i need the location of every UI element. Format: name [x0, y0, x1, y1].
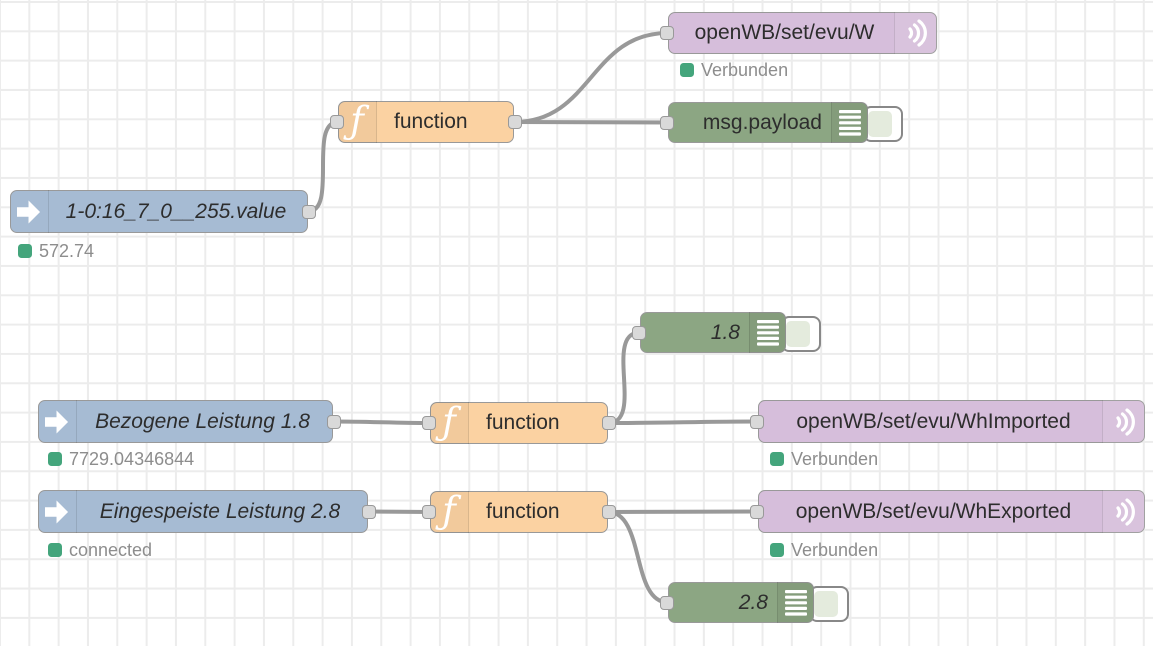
node-body	[38, 400, 333, 443]
node-label: function	[394, 110, 468, 133]
debug-list-icon	[831, 102, 868, 143]
wire[interactable]	[366, 509, 432, 514]
node-mqtt-out-whexported[interactable]: openWB/set/evu/WhExported	[750, 490, 1145, 533]
status-text: Verbunden	[791, 449, 879, 469]
output-port[interactable]	[327, 414, 341, 429]
node-body	[758, 490, 1145, 533]
status-dot-icon	[48, 452, 62, 466]
function-icon: ƒ	[430, 491, 469, 533]
input-arrow-icon	[38, 490, 77, 533]
node-status: 572.74	[18, 242, 94, 260]
node-status: Verbunden	[770, 541, 878, 559]
node-body	[668, 12, 937, 54]
wire[interactable]	[512, 31, 670, 124]
input-port[interactable]	[660, 26, 674, 40]
input-arrow-icon	[10, 190, 49, 233]
node-status: connected	[48, 541, 152, 559]
status-text: connected	[69, 540, 153, 560]
mqtt-signal-icon	[894, 12, 937, 54]
node-body	[430, 491, 608, 533]
debug-toggle-button[interactable]	[863, 106, 903, 142]
node-debug-msg-payload[interactable]: msg.payload	[660, 102, 903, 143]
node-bezogene-leistung[interactable]: Bezogene Leistung 1.8	[38, 400, 341, 443]
wire[interactable]	[331, 419, 432, 425]
output-port[interactable]	[362, 504, 376, 519]
status-text: Verbunden	[701, 60, 789, 80]
status-dot-icon	[48, 543, 62, 557]
node-eingespeiste-leistung[interactable]: Eingespeiste Leistung 2.8	[38, 490, 376, 533]
node-label: Bezogene Leistung 1.8	[95, 409, 310, 433]
node-body	[338, 101, 514, 143]
node-label: openWB/set/evu/WhImported	[796, 409, 1071, 433]
status-text: 572.74	[39, 241, 95, 261]
debug-toggle-button[interactable]	[781, 316, 821, 352]
node-body	[10, 190, 308, 233]
node-body	[668, 102, 868, 143]
input-port[interactable]	[422, 416, 436, 430]
input-port[interactable]	[330, 115, 344, 129]
status-dot-icon	[770, 452, 784, 466]
output-port[interactable]	[602, 416, 616, 430]
input-port[interactable]	[660, 115, 674, 130]
node-function-bottom[interactable]: ƒ function	[422, 491, 616, 533]
node-status: Verbunden	[680, 61, 788, 79]
node-label: msg.payload	[702, 110, 822, 134]
node-body	[430, 402, 608, 444]
function-icon: ƒ	[338, 101, 377, 143]
input-arrow-icon	[38, 400, 77, 443]
node-label: openWB/set/evu/W	[694, 21, 875, 44]
debug-toggle-inner	[786, 321, 810, 347]
debug-toggle-inner	[868, 111, 892, 137]
function-icon: ƒ	[430, 402, 469, 444]
node-body	[758, 400, 1145, 443]
wire[interactable]	[306, 120, 340, 214]
node-body	[38, 490, 368, 533]
status-dot-icon	[770, 543, 784, 557]
debug-list-icon	[777, 582, 814, 623]
input-port[interactable]	[750, 504, 764, 519]
node-label: 2.8	[738, 590, 768, 614]
node-debug-1-8[interactable]: 1.8	[632, 312, 821, 353]
wire[interactable]	[606, 509, 760, 514]
status-dot-icon	[18, 244, 32, 258]
debug-list-icon	[749, 312, 786, 353]
debug-toggle-inner	[814, 591, 838, 617]
mqtt-signal-icon	[1102, 400, 1145, 443]
node-debug-2-8[interactable]: 2.8	[660, 582, 849, 623]
node-function-mid[interactable]: ƒ function	[422, 402, 616, 444]
status-text: Verbunden	[791, 540, 879, 560]
input-port[interactable]	[422, 505, 436, 519]
debug-toggle-button[interactable]	[809, 586, 849, 622]
node-mqtt-out-whimported[interactable]: openWB/set/evu/WhImported	[750, 400, 1145, 443]
node-smartmeter-value[interactable]: 1-0:16_7_0__255.value	[10, 190, 316, 233]
output-port[interactable]	[508, 115, 522, 129]
wire[interactable]	[606, 330, 642, 425]
node-function-top[interactable]: ƒ function	[330, 101, 522, 143]
mqtt-signal-icon	[1102, 490, 1145, 533]
input-port[interactable]	[632, 325, 646, 340]
wire[interactable]	[606, 419, 760, 425]
input-port[interactable]	[750, 414, 764, 429]
input-port[interactable]	[660, 595, 674, 610]
wire[interactable]	[606, 510, 670, 605]
node-label: 1-0:16_7_0__255.value	[65, 199, 287, 223]
node-status: 7729.04346844	[48, 450, 194, 468]
output-port[interactable]	[302, 204, 316, 219]
node-label: openWB/set/evu/WhExported	[795, 499, 1072, 523]
node-status: Verbunden	[770, 450, 878, 468]
node-mqtt-out-w[interactable]: openWB/set/evu/W	[660, 12, 937, 54]
node-label: 1.8	[710, 320, 740, 344]
status-dot-icon	[680, 63, 694, 77]
status-text: 7729.04346844	[69, 449, 195, 469]
node-label: function	[486, 500, 560, 523]
wire[interactable]	[512, 120, 670, 125]
output-port[interactable]	[602, 505, 616, 519]
node-label: function	[486, 411, 560, 434]
node-label: Eingespeiste Leistung 2.8	[99, 499, 341, 523]
